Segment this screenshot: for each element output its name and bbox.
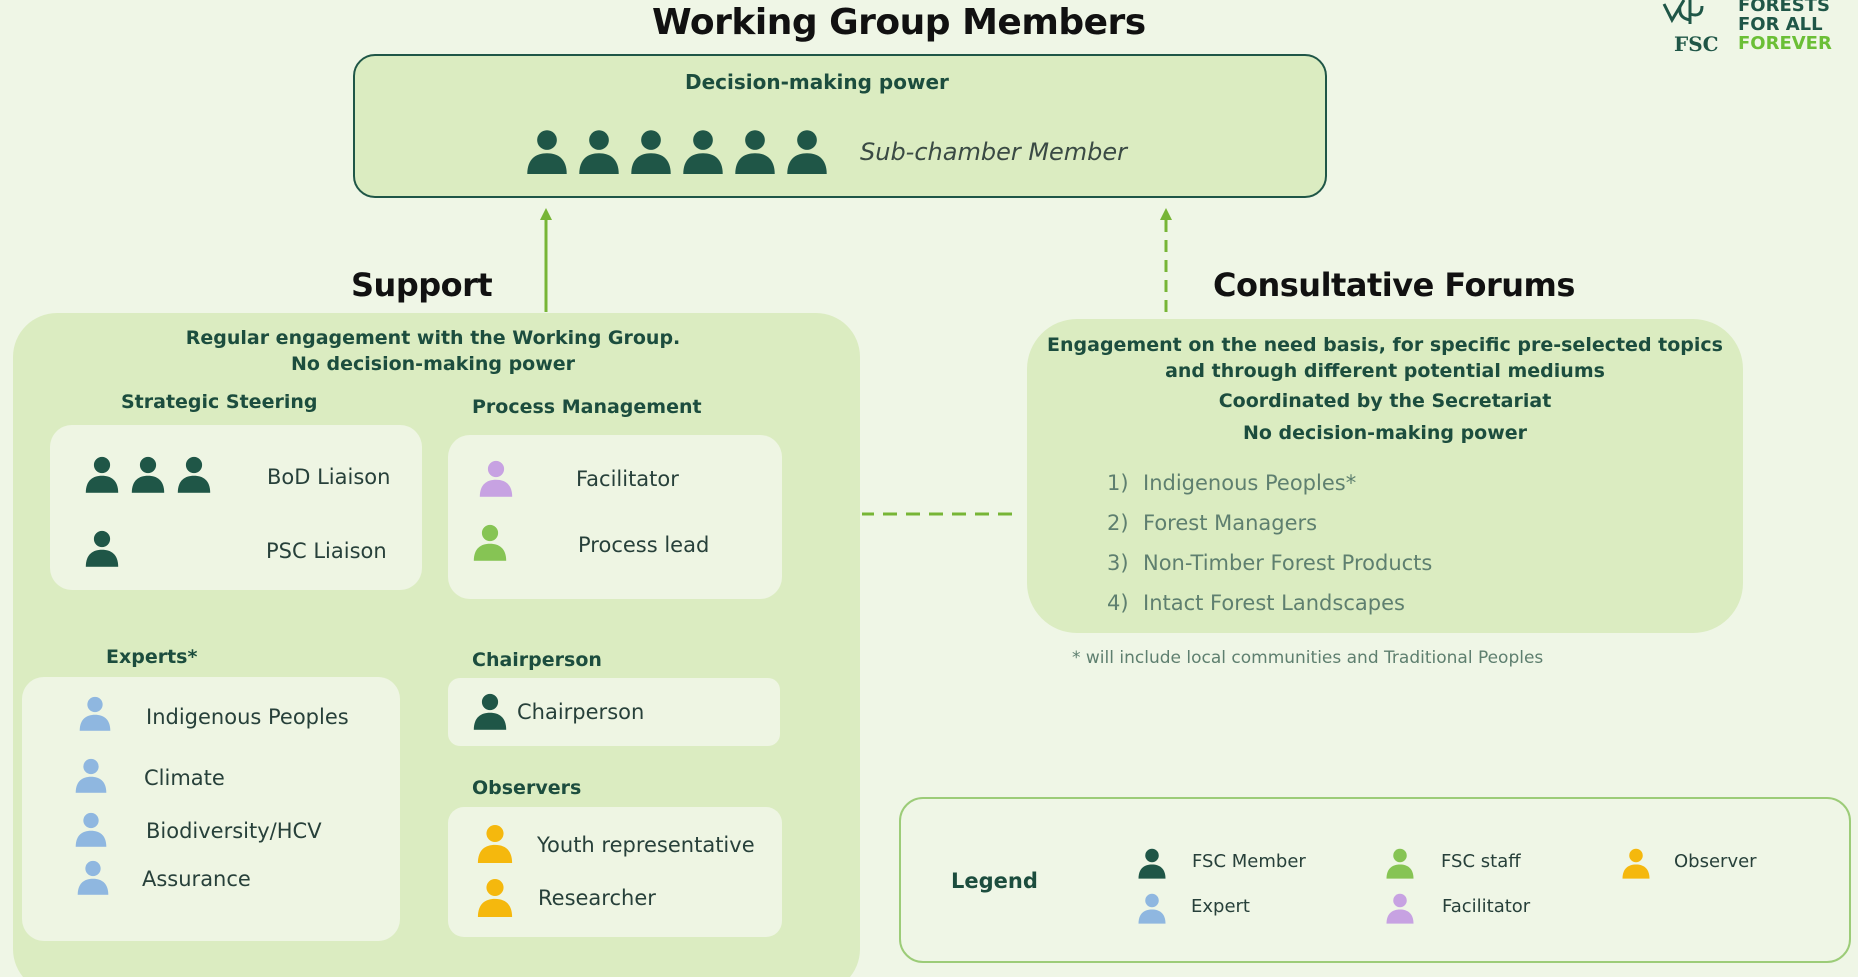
decision-making-box: Decision-making power Sub-chamber Member: [353, 54, 1327, 198]
expert-icon: [74, 757, 108, 793]
expert-person-icon: [78, 695, 112, 731]
expert-icon: [1137, 892, 1167, 924]
facilitator-person-icon: [478, 459, 514, 497]
fsc-member-legend-icon: [1137, 847, 1167, 879]
fsc-logo-brand: FSC: [1674, 32, 1719, 56]
process-lead-person-icon: [472, 523, 508, 561]
decision-heading: Decision-making power: [685, 70, 949, 94]
chairperson-heading: Chairperson: [472, 649, 602, 671]
expert-item: Climate: [144, 766, 225, 790]
forum-list-item: 4)Intact Forest Landscapes: [1107, 591, 1405, 615]
facilitator-legend-icon: [1385, 892, 1415, 924]
strategic-steering-heading: Strategic Steering: [121, 391, 318, 413]
forums-desc-4: No decision-making power: [1242, 422, 1528, 444]
expert-legend-icon: [1137, 892, 1167, 924]
bod-liaison-icons: [84, 455, 222, 493]
consultative-forums-title: Consultative Forums: [1213, 266, 1575, 304]
facilitator-icon: [1385, 892, 1415, 924]
observer-icon: [1621, 847, 1651, 879]
legend-expert: Expert: [1191, 896, 1250, 917]
observer-person-icon: [476, 823, 514, 863]
support-title: Support: [351, 266, 493, 304]
bod-liaison-icon: [84, 455, 120, 493]
expert-icon: [74, 811, 108, 847]
psc-liaison-label: PSC Liaison: [266, 539, 387, 563]
fsc-staff-icon: [472, 523, 508, 561]
observer-person-icon: [476, 877, 514, 917]
process-lead-label: Process lead: [578, 533, 710, 557]
legend-facilitator: Facilitator: [1442, 896, 1531, 917]
legend-observer: Observer: [1674, 851, 1757, 872]
legend-fsc-member: FSC Member: [1192, 851, 1306, 872]
fsc-member-icon: [1137, 847, 1167, 879]
bod-liaison-icon: [130, 455, 166, 493]
facilitator-icon: [478, 459, 514, 497]
forum-list-item: 1)Indigenous Peoples*: [1107, 471, 1357, 495]
process-management-card: Facilitator Process lead: [448, 435, 782, 599]
observer-legend-icon: [1621, 847, 1651, 879]
strategic-steering-card: BoD Liaison PSC Liaison: [50, 425, 422, 590]
observer-icon: [476, 877, 514, 917]
forums-footnote: * will include local communities and Tra…: [1072, 648, 1544, 668]
forum-list-item: 2)Forest Managers: [1107, 511, 1318, 535]
forum-list-item: 3)Non-Timber Forest Products: [1107, 551, 1433, 575]
experts-card: Indigenous Peoples Climate Biodiversity/…: [22, 677, 400, 941]
tree-checkmark-icon: [1662, 0, 1704, 24]
expert-icon: [76, 859, 110, 895]
observers-card: Youth representative Researcher: [448, 807, 782, 937]
expert-icon: [78, 695, 112, 731]
psc-liaison-icons: [84, 529, 120, 567]
expert-person-icon: [76, 859, 110, 895]
forums-desc-3: Coordinated by the Secretariat: [1218, 390, 1552, 412]
chairperson-person-icon: [472, 692, 508, 730]
experts-heading: Experts*: [106, 646, 198, 668]
sub-chamber-label: Sub-chamber Member: [860, 138, 1128, 166]
logo-tagline-1: FORESTS: [1738, 0, 1830, 16]
legend-title: Legend: [951, 869, 1038, 893]
legend-box: Legend FSC Member FSC staff Observer Exp…: [899, 797, 1851, 963]
chairperson-icon: [472, 692, 508, 730]
support-desc-2: No decision-making power: [290, 353, 576, 375]
bod-liaison-icon: [176, 455, 212, 493]
consultative-forums-panel: Engagement on the need basis, for specif…: [1027, 319, 1743, 633]
expert-person-icon: [74, 757, 108, 793]
bod-liaison-label: BoD Liaison: [267, 465, 391, 489]
forums-desc-1: Engagement on the need basis, for specif…: [1047, 334, 1723, 356]
observer-item: Researcher: [538, 886, 656, 910]
page-title: Working Group Members: [652, 2, 1146, 43]
expert-item: Indigenous Peoples: [146, 705, 349, 729]
observer-item: Youth representative: [537, 833, 755, 857]
fsc-logo: FSC FORESTS FOR ALL FOREVER: [1662, 0, 1852, 56]
expert-item: Assurance: [142, 867, 251, 891]
legend-fsc-staff: FSC staff: [1441, 851, 1521, 872]
fsc-staff-legend-icon: [1385, 847, 1415, 879]
facilitator-label: Facilitator: [576, 467, 679, 491]
logo-tagline-2: FOR ALL: [1738, 14, 1823, 35]
psc-liaison-icon: [84, 529, 120, 567]
logo-tagline-3: FOREVER: [1738, 33, 1832, 54]
observers-heading: Observers: [472, 777, 582, 799]
process-management-heading: Process Management: [472, 396, 702, 418]
chairperson-card: Chairperson: [448, 678, 780, 746]
fsc-staff-icon: [1385, 847, 1415, 879]
expert-item: Biodiversity/HCV: [146, 819, 322, 843]
observer-icon: [476, 823, 514, 863]
chairperson-label: Chairperson: [517, 700, 645, 724]
forums-desc-2: and through different potential mediums: [1165, 360, 1605, 382]
support-panel: Regular engagement with the Working Grou…: [13, 313, 860, 977]
support-desc-1: Regular engagement with the Working Grou…: [185, 327, 681, 349]
expert-person-icon: [74, 811, 108, 847]
